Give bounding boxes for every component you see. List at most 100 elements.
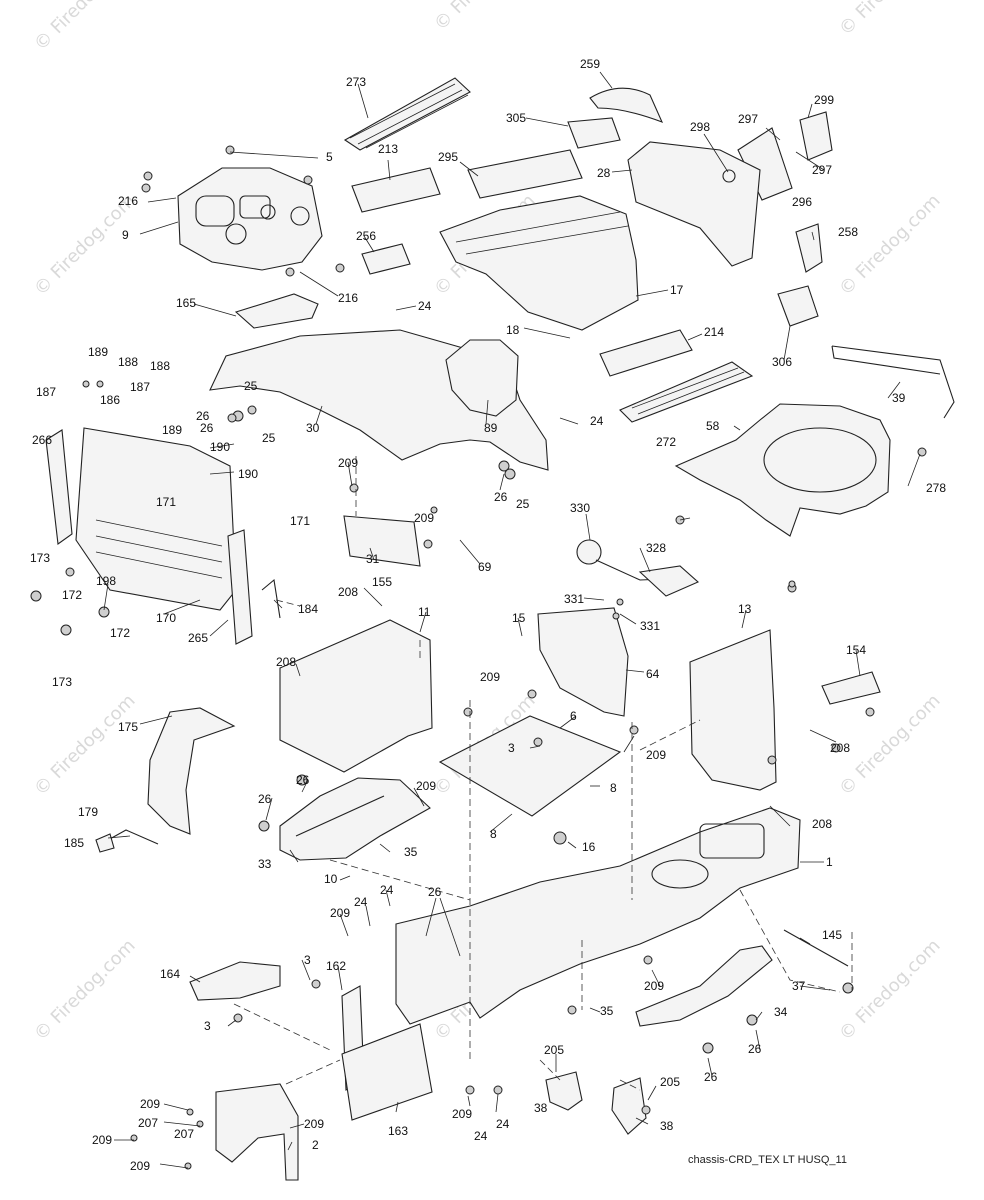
callout-163: 163	[388, 1124, 409, 1138]
part-33	[279, 777, 431, 861]
callout-25-c: 25	[516, 497, 530, 511]
callout-265: 265	[188, 631, 209, 645]
callout-208-c: 208	[830, 741, 851, 755]
callout-3: 3	[508, 741, 515, 755]
callout-208-b: 208	[276, 655, 297, 669]
callout-31: 31	[366, 552, 380, 566]
callout-38-b: 38	[660, 1119, 674, 1133]
callout-34: 34	[774, 1005, 788, 1019]
part-64-plate	[537, 607, 629, 717]
callout-39: 39	[892, 391, 906, 405]
callout-209-h: 209	[140, 1097, 161, 1111]
part-272	[619, 361, 754, 423]
callout-298: 298	[690, 120, 711, 134]
callout-16: 16	[582, 840, 596, 854]
callout-190: 190	[210, 440, 231, 454]
part-38-left	[545, 1071, 583, 1111]
callout-209-g: 209	[644, 979, 665, 993]
callout-2: 2	[312, 1138, 319, 1152]
callout-33: 33	[258, 857, 272, 871]
callout-189: 189	[88, 345, 109, 359]
callout-145: 145	[822, 928, 843, 942]
part-11-plate	[279, 619, 433, 773]
callout-209-k: 209	[130, 1159, 151, 1173]
callout-216: 216	[118, 194, 139, 208]
part-213	[351, 167, 441, 213]
bolts	[30, 145, 927, 1170]
part-89	[445, 339, 519, 417]
callout-11: 11	[418, 605, 431, 619]
callout-89: 89	[484, 421, 498, 435]
part-164	[189, 961, 281, 1001]
callout-184: 184	[298, 602, 319, 616]
part-305	[567, 117, 621, 149]
callout-173-b: 173	[52, 675, 73, 689]
part-306	[777, 285, 819, 327]
callout-179: 179	[78, 805, 99, 819]
callout-8-b: 8	[490, 827, 497, 841]
part-265	[227, 529, 253, 645]
part-2-bumper	[215, 1083, 299, 1181]
callout-24: 24	[418, 299, 432, 313]
part-28-panel	[627, 141, 761, 267]
callout-266: 266	[32, 433, 53, 447]
callout-331: 331	[564, 592, 585, 606]
part-259	[589, 87, 664, 123]
callout-208-d: 208	[812, 817, 833, 831]
part-13-plate	[689, 629, 777, 791]
part-299	[799, 111, 833, 161]
part-179-rod	[107, 829, 159, 845]
callout-26-d: 26	[296, 773, 310, 787]
part-328	[638, 565, 700, 597]
callout-64: 64	[646, 667, 660, 681]
callout-26: 26	[196, 409, 210, 423]
callout-1: 1	[826, 855, 833, 869]
callout-26-h: 26	[704, 1070, 718, 1084]
callout-18: 18	[506, 323, 520, 337]
callout-24-d: 24	[354, 895, 368, 909]
callout-209-c: 209	[480, 670, 501, 684]
callout-162: 162	[326, 959, 347, 973]
callout-171-b: 171	[290, 514, 311, 528]
part-1-frame	[395, 807, 801, 1025]
callout-10: 10	[324, 872, 338, 886]
callout-187: 187	[36, 385, 57, 399]
callout-209-i: 209	[304, 1117, 325, 1131]
callout-297-b: 297	[812, 163, 833, 177]
callout-155: 155	[372, 575, 393, 589]
part-256	[361, 243, 411, 275]
part-154	[821, 671, 881, 705]
callout-331-b: 331	[640, 619, 661, 633]
callout-3-c: 3	[204, 1019, 211, 1033]
callout-209-j: 209	[92, 1133, 113, 1147]
part-273-tube	[343, 77, 471, 151]
callout-9: 9	[122, 228, 129, 242]
callout-35: 35	[404, 845, 418, 859]
callout-30: 30	[306, 421, 320, 435]
callout-175: 175	[118, 720, 139, 734]
callout-330: 330	[570, 501, 591, 515]
callout-26-f: 26	[428, 885, 442, 899]
callout-259: 259	[580, 57, 601, 71]
callout-207-b: 207	[174, 1127, 195, 1141]
callout-278: 278	[926, 481, 947, 495]
callout-172: 172	[62, 588, 83, 602]
callout-214: 214	[704, 325, 725, 339]
part-184	[261, 578, 281, 619]
callout-256: 256	[356, 229, 377, 243]
part-39-rail	[831, 345, 955, 419]
part-31	[343, 515, 421, 567]
callout-209-l: 209	[452, 1107, 473, 1121]
part-17-hood	[439, 195, 639, 331]
callout-173: 173	[30, 551, 51, 565]
callout-165: 165	[176, 296, 197, 310]
callout-69: 69	[478, 560, 492, 574]
callout-306: 306	[772, 355, 793, 369]
callout-209: 209	[338, 456, 359, 470]
callout-25: 25	[244, 379, 258, 393]
callout-26-e: 26	[258, 792, 272, 806]
part-6-plate	[438, 715, 622, 817]
callout-305: 305	[506, 111, 527, 125]
